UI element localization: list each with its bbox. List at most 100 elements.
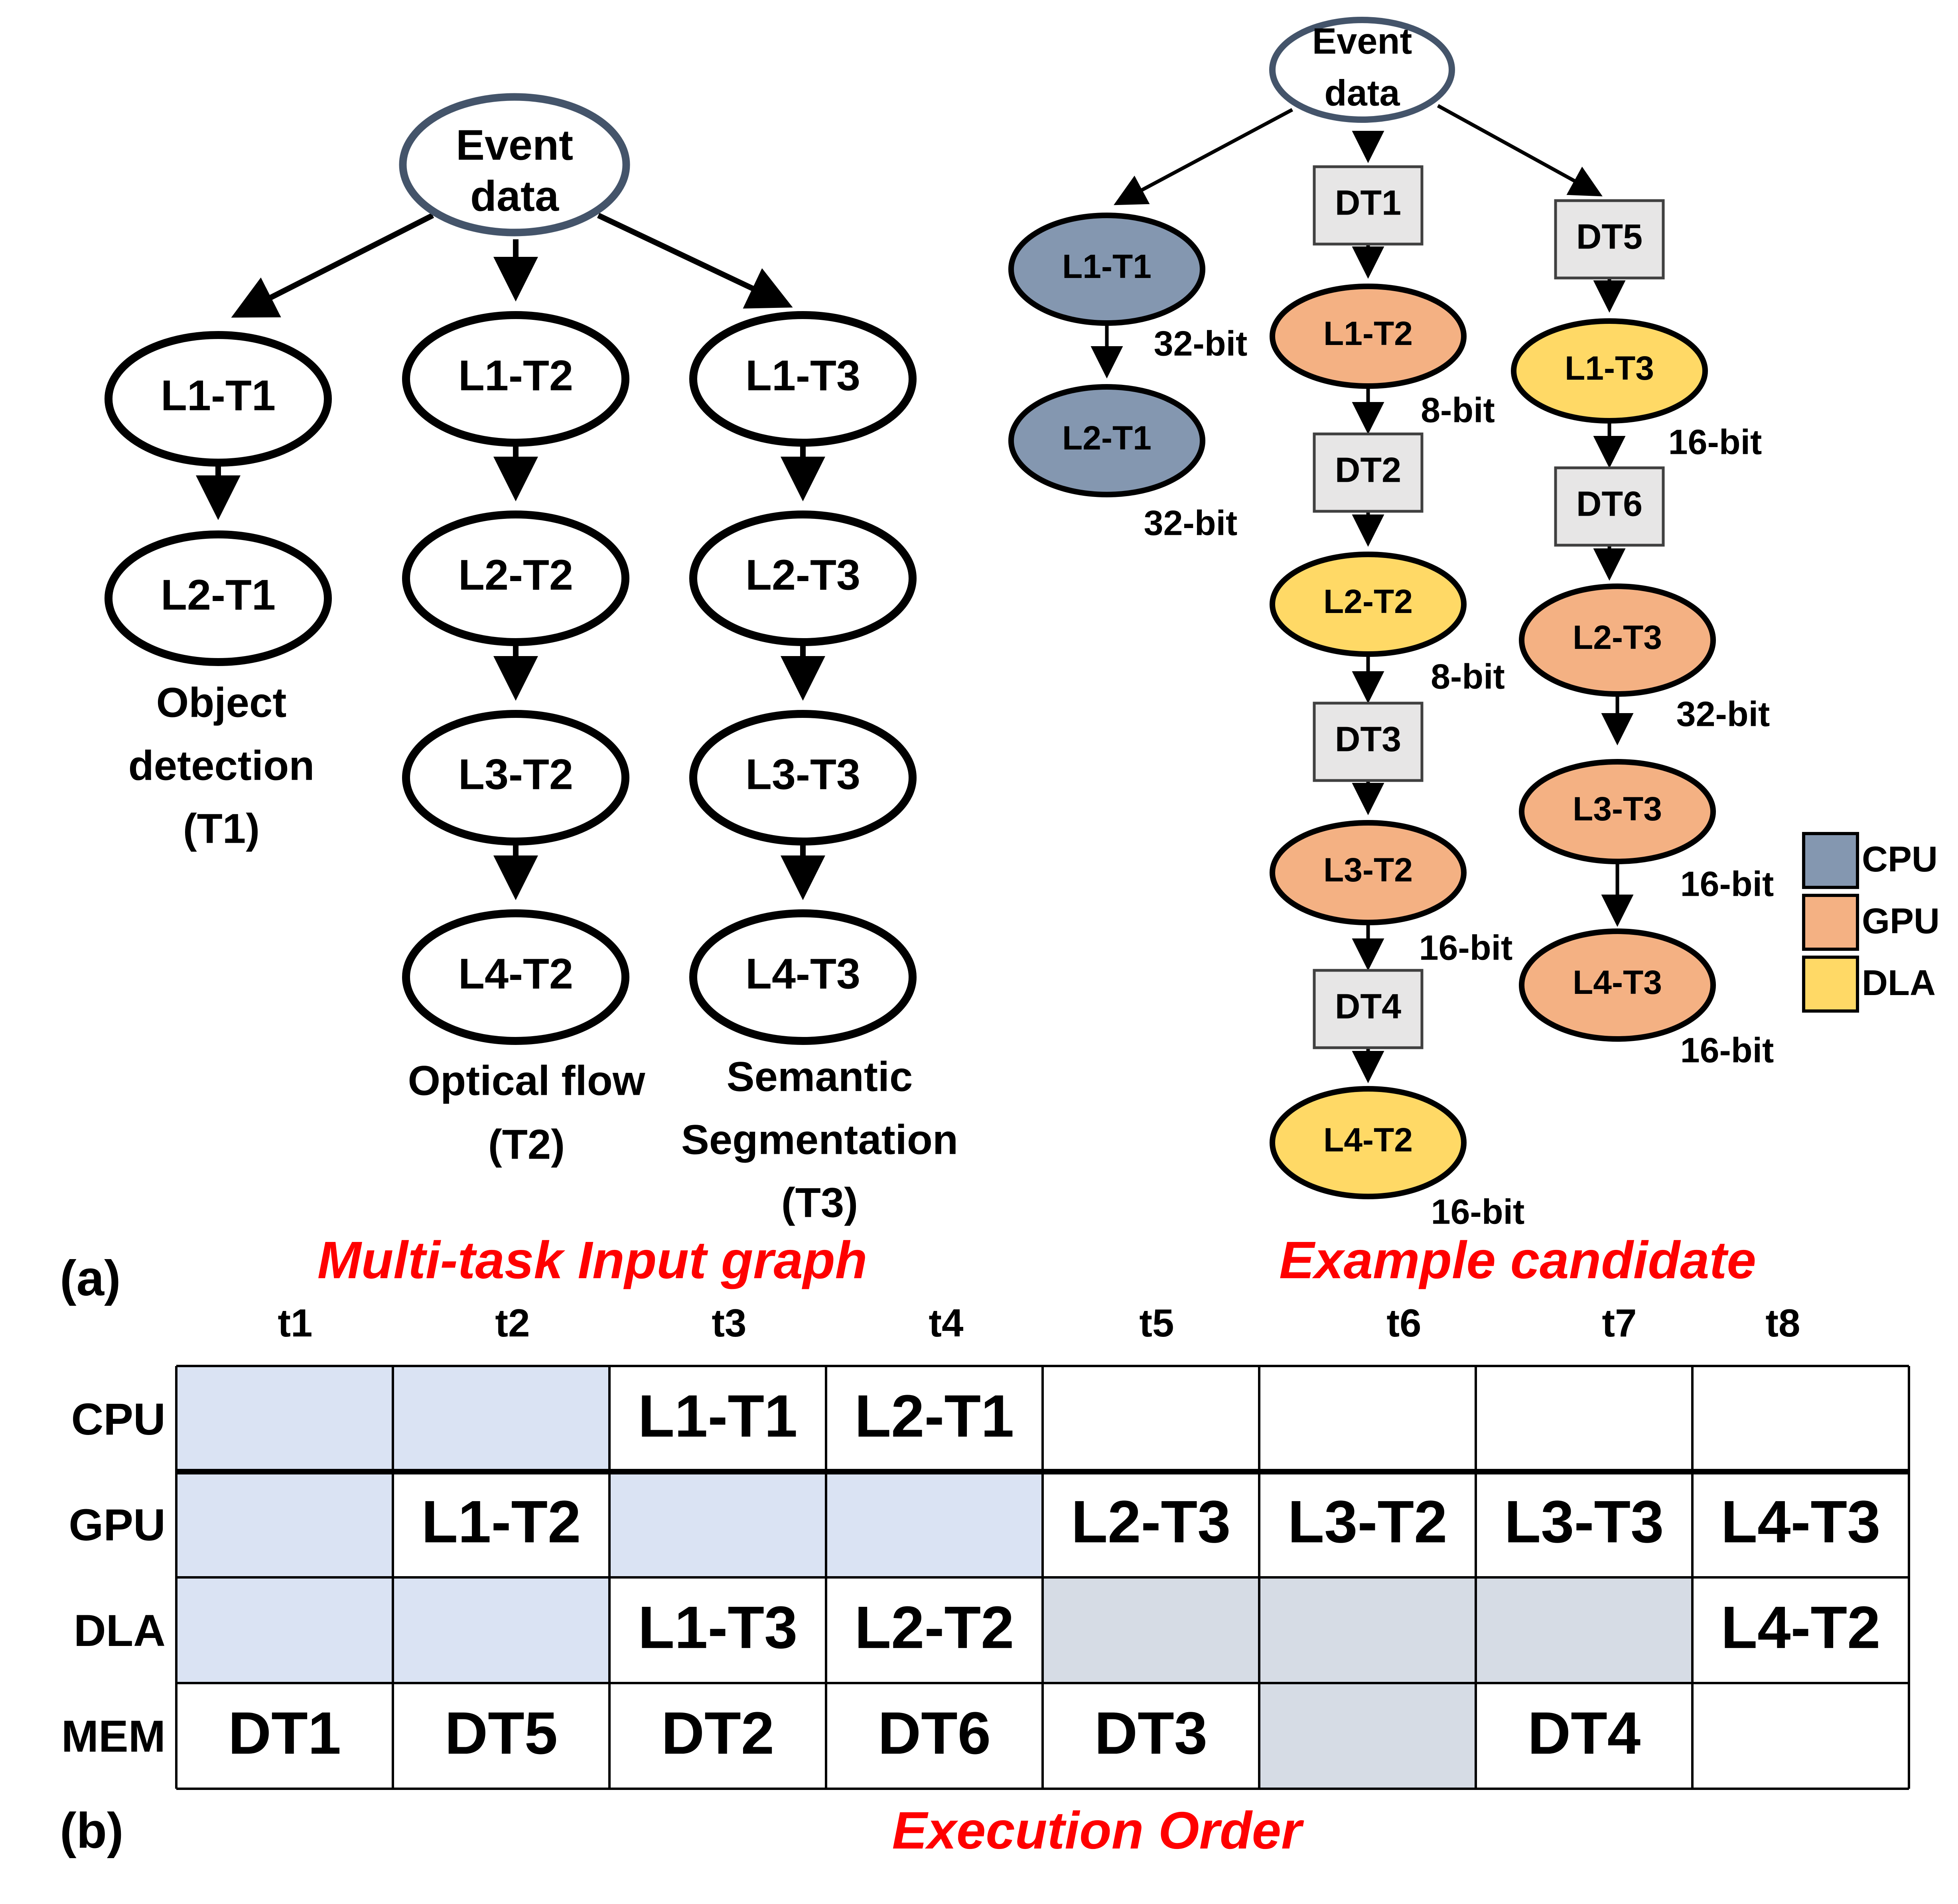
right-node-l4t2: L4-T2 16-bit: [1270, 1086, 1524, 1231]
schedule-cell-cpu-t2: [393, 1366, 609, 1472]
cell-background: [609, 1366, 826, 1472]
right-node-l1t2: L1-T2 8-bit: [1270, 284, 1495, 430]
schedule-cell-mem-t6: [1259, 1683, 1476, 1789]
cell-background: [176, 1577, 393, 1683]
node-label: L4-T3: [1573, 964, 1662, 1001]
cell-task-label: L2-T3: [1071, 1488, 1230, 1555]
panel-label-b: (b): [60, 1803, 124, 1859]
node-label: L3-T2: [458, 750, 573, 798]
legend-item-cpu: CPU: [1802, 832, 1938, 889]
legend-label: CPU: [1862, 840, 1938, 879]
caption-example-candidate: Example candidate: [1279, 1231, 1756, 1289]
schedule-cell-mem-t1: DT1: [176, 1683, 393, 1789]
node-precision: 16-bit: [1419, 928, 1513, 967]
task-label-line: (T3): [781, 1180, 858, 1226]
left-node-l1t2: L1-T2: [402, 311, 629, 447]
schedule-cell-mem-t3: DT2: [609, 1683, 826, 1789]
node-label: L4-T2: [1323, 1121, 1413, 1159]
cell-background: [176, 1366, 393, 1472]
edge-event-l1t3: [597, 213, 793, 309]
time-slot-label-t1: t1: [278, 1301, 312, 1345]
cell-background: [176, 1472, 393, 1577]
task-label-t1: Object detection (T1): [128, 680, 315, 852]
cell-task-label: L2-T1: [854, 1382, 1014, 1449]
node-label: L3-T3: [1573, 790, 1662, 828]
right-dt1: DT1: [1313, 165, 1424, 246]
task-label-line: Semantic: [727, 1054, 913, 1100]
resource-label-mem: MEM: [61, 1711, 166, 1761]
cell-background: [1692, 1366, 1909, 1472]
legend-label: GPU: [1862, 901, 1940, 941]
dt-label: DT5: [1576, 217, 1643, 256]
left-event-line1: Event: [456, 121, 573, 169]
node-label: L3-T2: [1323, 851, 1413, 889]
schedule-cell-gpu-t8: L4-T3: [1692, 1472, 1909, 1577]
right-event-line1: Event: [1312, 21, 1412, 61]
node-precision: 16-bit: [1668, 422, 1762, 461]
edge-event-l1t1: [1114, 108, 1294, 205]
panel-label-a: (a): [60, 1251, 121, 1306]
left-graph-edges: [196, 213, 825, 900]
left-node-l4t2: L4-T2: [402, 909, 629, 1045]
cell-background: [1692, 1683, 1909, 1789]
cell-background: [1043, 1577, 1259, 1683]
cell-background: [1259, 1366, 1476, 1472]
cell-task-label: DT5: [445, 1699, 558, 1766]
cell-task-label: DT6: [878, 1699, 991, 1766]
left-node-l1t1: L1-T1: [105, 331, 332, 467]
legend-item-gpu: GPU: [1802, 894, 1940, 951]
cell-task-label: L4-T2: [1721, 1594, 1880, 1661]
right-dt2: DT2: [1313, 432, 1424, 513]
right-node-l1t1: L1-T1 32-bit: [1008, 213, 1247, 363]
cell-background: [826, 1366, 1043, 1472]
cell-task-label: L1-T3: [638, 1594, 797, 1661]
cell-background: [1259, 1683, 1476, 1789]
dt-label: DT1: [1335, 183, 1401, 222]
right-dt5: DT5: [1554, 199, 1665, 280]
schedule-cell-mem-t4: DT6: [826, 1683, 1043, 1789]
schedule-cell-dla-t5: [1043, 1577, 1259, 1683]
node-label: L1-T2: [1323, 315, 1413, 352]
schedule-cell-cpu-t4: L2-T1: [826, 1366, 1043, 1472]
right-dt4: DT4: [1313, 969, 1424, 1049]
node-label: L4-T3: [745, 950, 860, 998]
right-dt6: DT6: [1554, 466, 1665, 547]
task-label-t3: Semantic Segmentation (T3): [681, 1054, 958, 1226]
cell-background: [1692, 1472, 1909, 1577]
left-node-l1t3: L1-T3: [689, 311, 917, 447]
schedule-cell-gpu-t5: L2-T3: [1043, 1472, 1259, 1577]
task-label-line: detection: [128, 743, 315, 789]
schedule-grid: [175, 1365, 1910, 1790]
cell-background: [1476, 1683, 1692, 1789]
cell-background: [393, 1683, 609, 1789]
schedule-cell-cpu-t1: [176, 1366, 393, 1472]
resource-label-cpu: CPU: [71, 1394, 166, 1444]
legend-swatch-gpu: [1802, 894, 1859, 951]
resource-label-dla: DLA: [74, 1606, 166, 1656]
right-event-line2: data: [1324, 73, 1400, 113]
node-precision: 16-bit: [1680, 864, 1774, 903]
node-label: L4-T2: [458, 950, 573, 998]
cell-background: [826, 1577, 1043, 1683]
schedule-cell-dla-t1: [176, 1577, 393, 1683]
node-precision: 8-bit: [1421, 390, 1495, 430]
right-node-l3t3: L3-T3 16-bit: [1519, 759, 1774, 903]
time-slot-label-t7: t7: [1602, 1301, 1637, 1345]
cell-task-label: L4-T3: [1721, 1488, 1880, 1555]
right-node-l2t2: L2-T2 8-bit: [1270, 552, 1505, 696]
node-label: L1-T3: [745, 351, 860, 400]
cell-background: [1476, 1577, 1692, 1683]
legend-label: DLA: [1862, 963, 1936, 1003]
node-label: L1-T1: [161, 371, 276, 420]
node-label: L3-T3: [745, 750, 860, 798]
schedule-cell-mem-t5: DT3: [1043, 1683, 1259, 1789]
task-label-line: (T1): [183, 806, 260, 852]
node-precision: 32-bit: [1144, 503, 1238, 542]
right-node-l4t3: L4-T3 16-bit: [1519, 928, 1774, 1070]
right-node-l3t2: L3-T2 16-bit: [1270, 820, 1513, 967]
time-slot-label-t8: t8: [1765, 1301, 1800, 1345]
caption-execution-order: Execution Order: [892, 1801, 1305, 1860]
schedule-cell-dla-t7: [1476, 1577, 1692, 1683]
legend-swatch-dla: [1802, 956, 1859, 1013]
